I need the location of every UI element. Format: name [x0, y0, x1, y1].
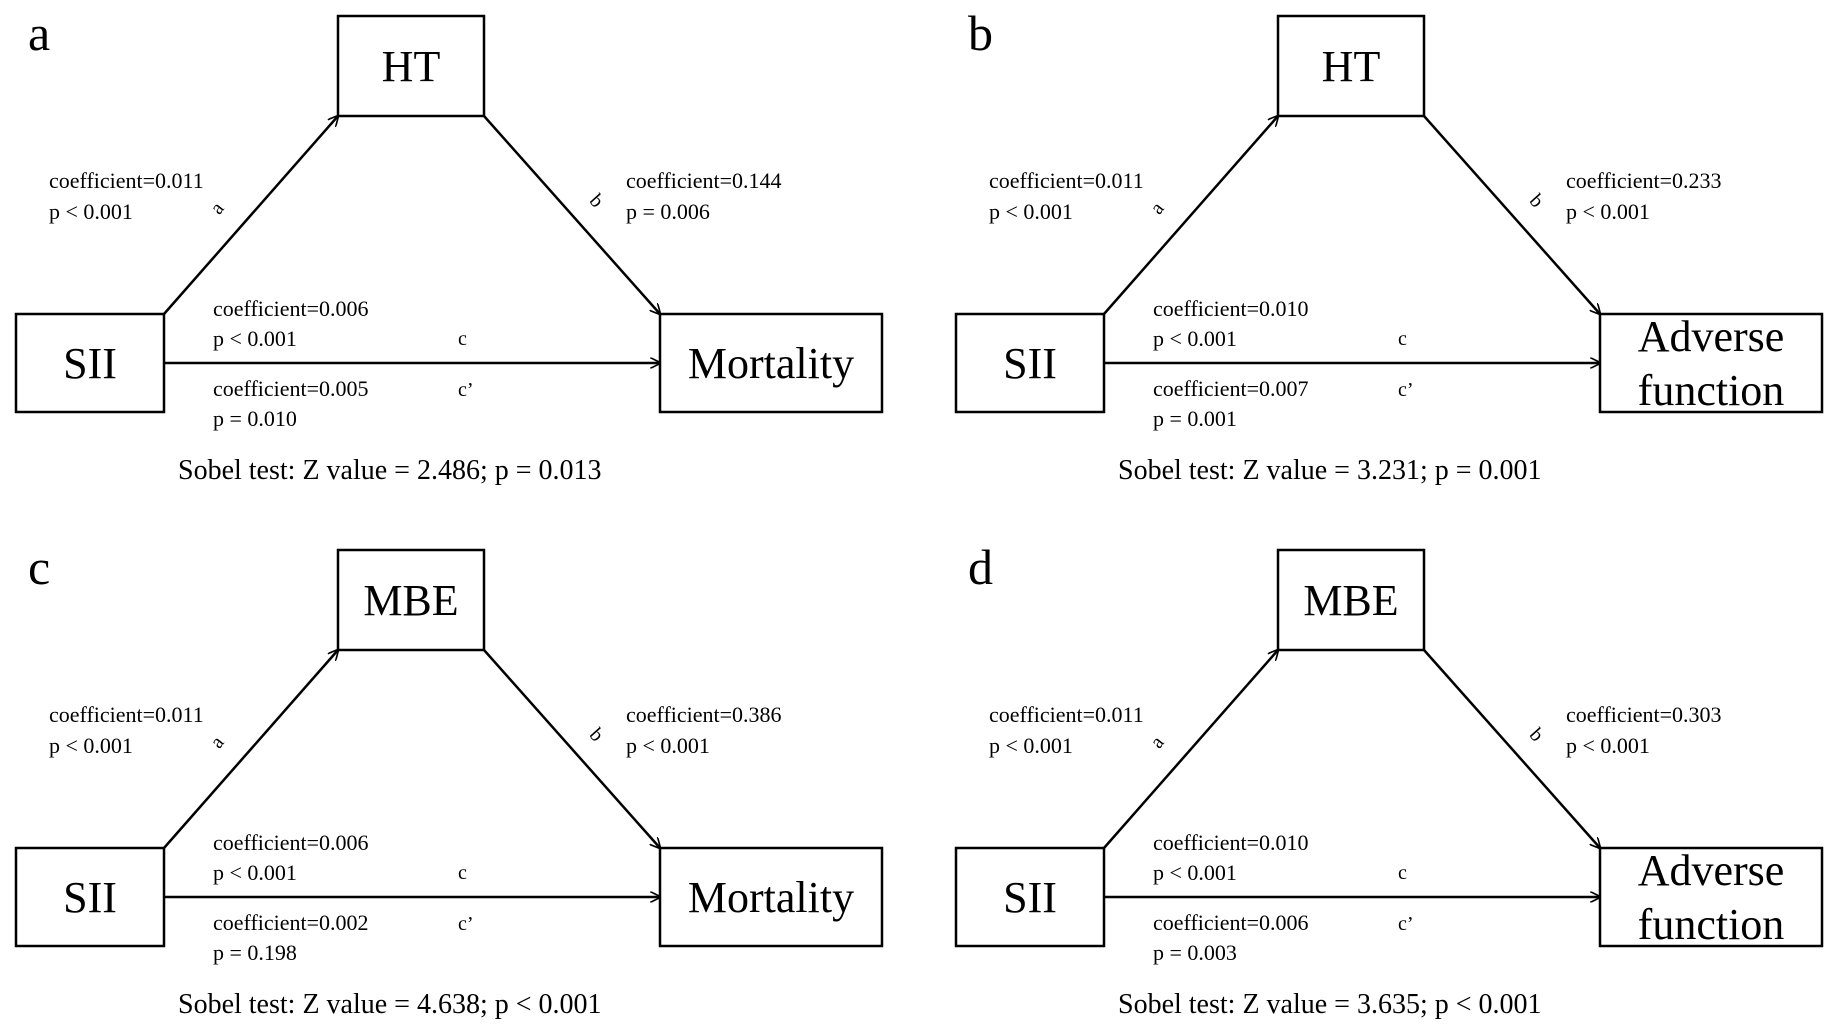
mediator-box: [336, 14, 486, 118]
path-b-coefficient: coefficient=0.386: [626, 702, 782, 727]
outcome-label: Mortality: [688, 339, 854, 388]
panel-letter: d: [968, 539, 993, 595]
path-a-letter: a: [206, 732, 229, 753]
path-a-coefficient: coefficient=0.011: [49, 168, 204, 193]
path-c-coefficient: coefficient=0.006: [213, 830, 369, 855]
path-b-arrow: [483, 649, 660, 848]
path-c-letter: c: [458, 328, 467, 350]
path-c-coefficient: coefficient=0.010: [1153, 296, 1309, 321]
path-c-prime-letter: c’: [1398, 913, 1414, 935]
path-b-pvalue: p < 0.001: [1566, 199, 1650, 224]
path-b-arrow: [1423, 649, 1600, 848]
outcome-label: function: [1638, 366, 1785, 415]
predictor-label: SII: [1003, 339, 1057, 388]
path-b-coefficient: coefficient=0.233: [1566, 168, 1722, 193]
panel-letter: c: [28, 539, 50, 595]
outcome-label: Adverse: [1638, 312, 1785, 361]
path-a-letter: a: [1146, 732, 1169, 753]
path-a-letter: a: [206, 198, 229, 219]
path-b-letter: b: [1525, 724, 1548, 746]
mediator-box: [1276, 14, 1426, 118]
outcome-label: function: [1638, 900, 1785, 949]
predictor-box: [954, 846, 1106, 948]
path-c-pvalue: p < 0.001: [1153, 860, 1237, 885]
path-c-pvalue: p < 0.001: [213, 326, 297, 351]
mediator-label: HT: [382, 42, 441, 91]
path-c-prime-pvalue: p = 0.010: [213, 406, 297, 431]
path-c-pvalue: p < 0.001: [213, 860, 297, 885]
path-b-pvalue: p < 0.001: [1566, 733, 1650, 758]
path-b-letter: b: [585, 724, 608, 746]
sobel-test: Sobel test: Z value = 2.486; p = 0.013: [178, 455, 602, 486]
panel-letter: b: [968, 5, 993, 61]
path-b-arrow: [483, 115, 660, 314]
path-c-letter: c: [1398, 862, 1407, 884]
outcome-box: [658, 846, 884, 948]
path-a-arrow: [1103, 116, 1278, 315]
mediator-box: [336, 548, 486, 652]
path-a-pvalue: p < 0.001: [49, 733, 133, 758]
path-b-coefficient: coefficient=0.303: [1566, 702, 1722, 727]
path-a-pvalue: p < 0.001: [989, 199, 1073, 224]
panel-letter: a: [28, 5, 50, 61]
path-c-coefficient: coefficient=0.010: [1153, 830, 1309, 855]
panel-b: bHTSIIAdversefunctioncoefficient=0.011p …: [954, 5, 1824, 486]
predictor-label: SII: [63, 873, 117, 922]
path-a-arrow: [1103, 650, 1278, 849]
path-c-prime-pvalue: p = 0.001: [1153, 406, 1237, 431]
mediator-label: HT: [1322, 42, 1381, 91]
mediator-box: [1276, 548, 1426, 652]
path-c-prime-letter: c’: [458, 913, 474, 935]
path-c-prime-coefficient: coefficient=0.002: [213, 910, 369, 935]
sobel-test: Sobel test: Z value = 3.635; p < 0.001: [1118, 989, 1542, 1020]
predictor-label: SII: [1003, 873, 1057, 922]
path-c-prime-pvalue: p = 0.198: [213, 940, 297, 965]
outcome-box: [658, 312, 884, 414]
predictor-box: [14, 312, 166, 414]
path-a-pvalue: p < 0.001: [49, 199, 133, 224]
path-c-prime-coefficient: coefficient=0.006: [1153, 910, 1309, 935]
outcome-box: [1598, 312, 1824, 414]
path-c-letter: c: [458, 862, 467, 884]
path-c-prime-coefficient: coefficient=0.005: [213, 376, 369, 401]
path-a-pvalue: p < 0.001: [989, 733, 1073, 758]
path-b-arrow: [1423, 115, 1600, 314]
path-b-coefficient: coefficient=0.144: [626, 168, 782, 193]
path-a-coefficient: coefficient=0.011: [989, 702, 1144, 727]
path-c-prime-pvalue: p = 0.003: [1153, 940, 1237, 965]
path-a-arrow: [163, 650, 338, 849]
path-c-pvalue: p < 0.001: [1153, 326, 1237, 351]
sobel-test: Sobel test: Z value = 4.638; p < 0.001: [178, 989, 602, 1020]
path-a-coefficient: coefficient=0.011: [989, 168, 1144, 193]
path-a-arrow: [163, 116, 338, 315]
predictor-label: SII: [63, 339, 117, 388]
path-b-pvalue: p < 0.001: [626, 733, 710, 758]
path-c-prime-letter: c’: [458, 379, 474, 401]
sobel-test: Sobel test: Z value = 3.231; p = 0.001: [1118, 455, 1542, 486]
path-b-letter: b: [1525, 190, 1548, 212]
outcome-label: Adverse: [1638, 846, 1785, 895]
path-c-letter: c: [1398, 328, 1407, 350]
path-c-prime-coefficient: coefficient=0.007: [1153, 376, 1309, 401]
path-a-letter: a: [1146, 198, 1169, 219]
path-a-coefficient: coefficient=0.011: [49, 702, 204, 727]
outcome-label: Mortality: [688, 873, 854, 922]
path-c-prime-letter: c’: [1398, 379, 1414, 401]
path-c-coefficient: coefficient=0.006: [213, 296, 369, 321]
path-b-pvalue: p = 0.006: [626, 199, 710, 224]
mediator-label: MBE: [1303, 576, 1398, 625]
path-b-letter: b: [585, 190, 608, 212]
outcome-box: [1598, 846, 1824, 948]
mediator-label: MBE: [363, 576, 458, 625]
